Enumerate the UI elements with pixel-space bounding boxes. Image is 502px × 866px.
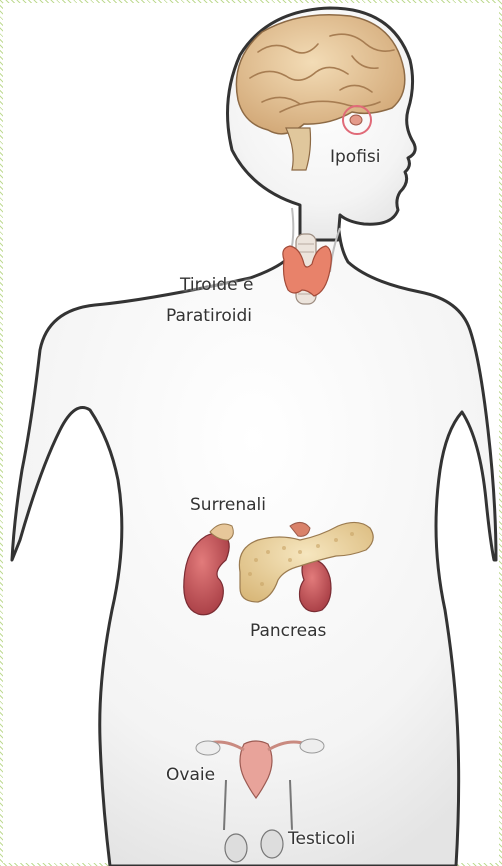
label-adrenals: Surrenali [190, 494, 266, 516]
label-testicles: Testicoli [288, 828, 355, 850]
pituitary-gland [350, 115, 362, 125]
left-testicle [225, 834, 247, 862]
right-testicle [261, 830, 283, 858]
label-thyroid-line2: Paratiroidi [166, 305, 252, 327]
label-pituitary: Ipofisi [330, 146, 381, 168]
label-ovaries: Ovaie [166, 764, 215, 786]
label-pancreas: Pancreas [250, 620, 326, 642]
left-ovary [196, 741, 220, 755]
right-ovary [300, 739, 324, 753]
label-thyroid-line1: Tiroide e [180, 274, 253, 296]
